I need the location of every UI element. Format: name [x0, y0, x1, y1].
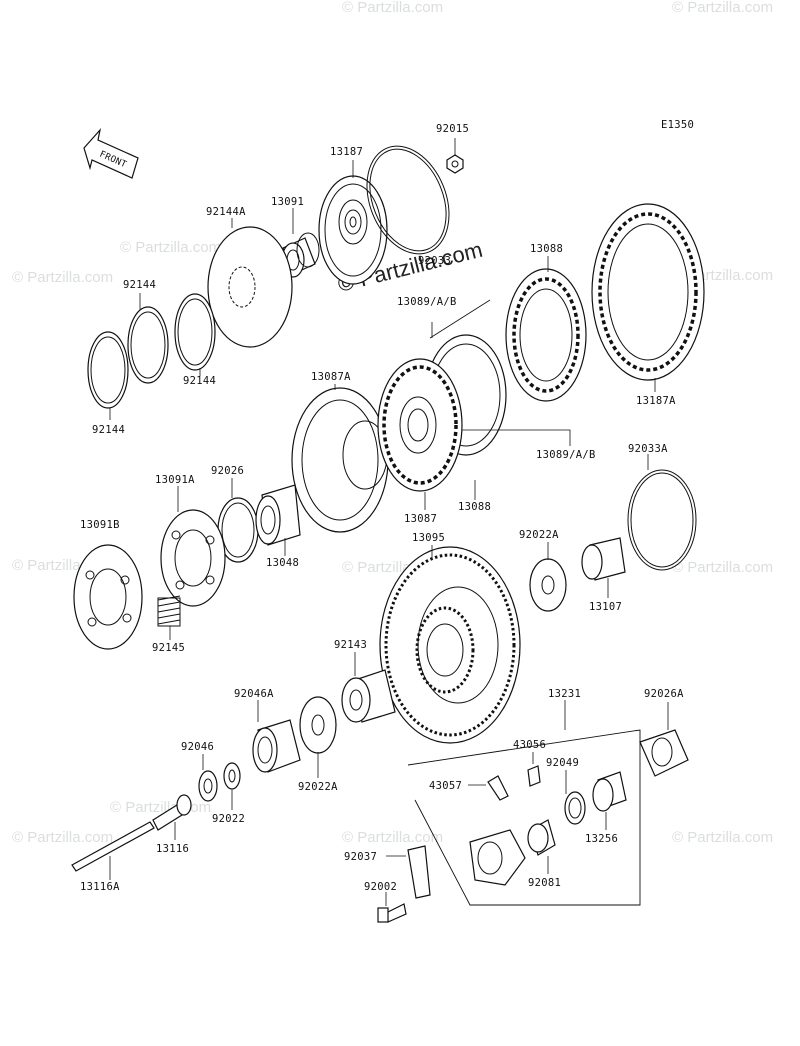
part-label-13087[interactable]: 13087	[404, 513, 437, 525]
part-label-92022A-bot[interactable]: 92022A	[298, 781, 338, 793]
part-label-92049[interactable]: 92049	[546, 757, 579, 769]
part-label-13091B[interactable]: 13091B	[80, 519, 120, 531]
bearing-92046	[198, 770, 218, 802]
part-label-92143[interactable]: 92143	[334, 639, 367, 651]
part-label-92033A[interactable]: 92033A	[628, 443, 668, 455]
slave-cylinder-body	[469, 829, 526, 886]
kit-box-13231	[407, 700, 641, 906]
part-label-13089-top[interactable]: 13089/A/B	[397, 296, 457, 308]
watermark-text: © Partzilla.com	[12, 829, 113, 846]
diagram-code: E1350	[661, 119, 694, 131]
watermark-text: © Partzilla.com	[120, 239, 221, 256]
part-label-13091[interactable]: 13091	[271, 196, 304, 208]
part-label-13048[interactable]: 13048	[266, 557, 299, 569]
part-label-92015[interactable]: 92015	[436, 123, 469, 135]
watermark-text: © Partzilla.com	[672, 0, 773, 16]
part-label-13091A[interactable]: 13091A	[155, 474, 195, 486]
part-label-13187[interactable]: 13187	[330, 146, 363, 158]
collar-92143	[341, 669, 396, 723]
part-label-13116A[interactable]: 13116A	[80, 881, 120, 893]
watermark-text: © Partzilla.com	[672, 559, 773, 576]
plate-13187A	[591, 203, 705, 381]
nut-92015	[446, 154, 464, 174]
friction-plates-13088	[505, 268, 587, 402]
washer-92022	[223, 762, 241, 790]
clutch-housing-13095	[379, 546, 521, 744]
spring-92145	[157, 595, 181, 627]
part-label-92081[interactable]: 92081	[528, 877, 561, 889]
clutch-hub-13087	[377, 358, 463, 492]
part-label-43057[interactable]: 43057	[429, 780, 462, 792]
part-label-92046[interactable]: 92046	[181, 741, 214, 753]
washer-92022A	[529, 558, 567, 612]
washers-92144	[87, 293, 216, 409]
bolt-92002	[377, 903, 407, 923]
part-label-92022[interactable]: 92022	[212, 813, 245, 825]
watermark-text: © Partzilla.com	[342, 829, 443, 846]
part-label-13107[interactable]: 13107	[589, 601, 622, 613]
pressure-plate-13187	[318, 175, 388, 285]
boot-92081	[527, 819, 556, 856]
needle-bearing-92046A	[252, 719, 301, 773]
plate-92144A	[207, 226, 293, 348]
part-label-92144A[interactable]: 92144A	[206, 206, 246, 218]
part-label-92037[interactable]: 92037	[344, 851, 377, 863]
bearing-13091	[281, 232, 320, 278]
part-label-92144-b[interactable]: 92144	[183, 375, 216, 387]
front-arrow-icon: FRONT	[83, 127, 139, 179]
part-label-92046A[interactable]: 92046A	[234, 688, 274, 700]
part-label-92144-c[interactable]: 92144	[92, 424, 125, 436]
part-label-92033[interactable]: 92033	[418, 255, 451, 267]
part-label-13116[interactable]: 13116	[156, 843, 189, 855]
collar-13107	[581, 537, 626, 581]
watermark-text: © Partzilla.com	[110, 799, 211, 816]
clamp-92037	[407, 845, 431, 899]
watermark-text: © Partzilla.com	[342, 0, 443, 16]
spring-ring-92033	[366, 145, 450, 255]
connector-43057	[487, 775, 509, 801]
rod-13116A	[71, 821, 155, 872]
sleeve-13048	[255, 484, 301, 546]
part-label-92145[interactable]: 92145	[152, 642, 185, 654]
part-label-92144-a[interactable]: 92144	[123, 279, 156, 291]
bleeder-43056	[527, 765, 541, 787]
part-label-13256[interactable]: 13256	[585, 833, 618, 845]
part-label-13088-bot[interactable]: 13088	[458, 501, 491, 513]
watermark-text: © Partzilla.com	[672, 829, 773, 846]
part-label-92026A[interactable]: 92026A	[644, 688, 684, 700]
piston-13256	[592, 771, 627, 812]
pushrod-13116	[152, 794, 192, 831]
part-label-13088-top[interactable]: 13088	[530, 243, 563, 255]
plate-13091A	[160, 509, 226, 607]
clutch-hub-13087A	[291, 387, 389, 533]
part-label-13187A[interactable]: 13187A	[636, 395, 676, 407]
part-label-13089-bot[interactable]: 13089/A/B	[536, 449, 596, 461]
gasket-92026A	[639, 729, 689, 777]
part-label-92002[interactable]: 92002	[364, 881, 397, 893]
plate-13091B	[73, 544, 143, 650]
washer-92022A-lower	[299, 696, 337, 754]
circlip-92033A	[627, 469, 697, 571]
part-labels: 92015 13187 13091 92144A 92144 92144 921…	[80, 123, 684, 893]
part-label-92022A-top[interactable]: 92022A	[519, 529, 559, 541]
part-label-92026[interactable]: 92026	[211, 465, 244, 477]
part-label-43056[interactable]: 43056	[513, 739, 546, 751]
part-label-13095[interactable]: 13095	[412, 532, 445, 544]
seal-92049	[564, 791, 586, 825]
part-label-13087A[interactable]: 13087A	[311, 371, 351, 383]
watermark-text: © Partzilla.com	[12, 269, 113, 286]
part-label-13231[interactable]: 13231	[548, 688, 581, 700]
